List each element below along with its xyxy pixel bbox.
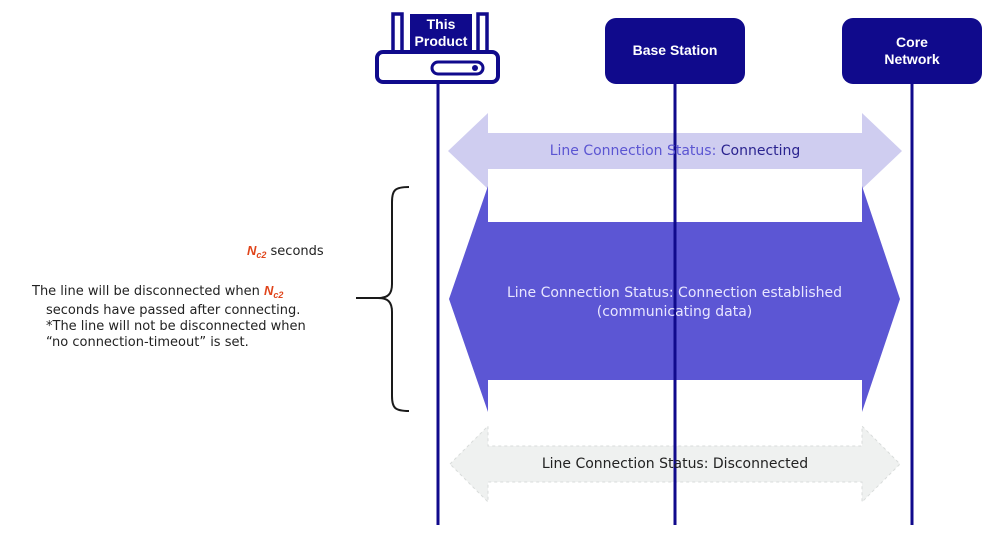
base-station-node (605, 18, 745, 84)
router-led (430, 60, 485, 76)
desc-line4: “no connection-timeout” is set. (46, 335, 249, 350)
disconnected-status-text: Line Connection Status: Disconnected (541, 456, 809, 472)
disconnected-status-label: Line Connection Status: Disconnected (450, 455, 900, 474)
product-label: This Product (410, 16, 472, 50)
established-status-label: Line Connection Status: Connection estab… (449, 284, 900, 322)
nc2-seconds-text: seconds (266, 244, 324, 259)
desc-line2: seconds have passed after connecting. (46, 303, 301, 318)
desc-line3: *The line will not be disconnected when (46, 319, 306, 334)
connecting-status-label: Line Connection Status: Connecting (448, 142, 902, 161)
nc2-seconds-label: Nc2 seconds (247, 243, 324, 263)
core-network-label-line2: Network (884, 51, 940, 67)
established-status-line1: Line Connection Status: Connection estab… (506, 285, 843, 301)
core-network-label-line1: Core (896, 34, 928, 50)
product-label-line1: This (426, 16, 456, 32)
core-network-label: Core Network (842, 34, 982, 68)
base-station-label: Base Station (605, 42, 745, 59)
product-label-bg (410, 14, 472, 52)
connecting-status-prefix: Line Connection Status: (549, 143, 721, 159)
nc2-symbol: Nc2 (247, 243, 267, 260)
product-label-line2: Product (414, 33, 468, 49)
desc-line1: The line will be disconnected when Nc2 (32, 283, 284, 300)
disconnect-description: The line will be disconnected when Nc2 s… (32, 283, 342, 351)
established-status-line2: (communicating data) (596, 304, 753, 320)
duration-bracket (377, 186, 410, 412)
connecting-status-value: Connecting (720, 143, 801, 159)
core-network-node (842, 18, 982, 84)
base-station-label-text: Base Station (632, 42, 718, 58)
